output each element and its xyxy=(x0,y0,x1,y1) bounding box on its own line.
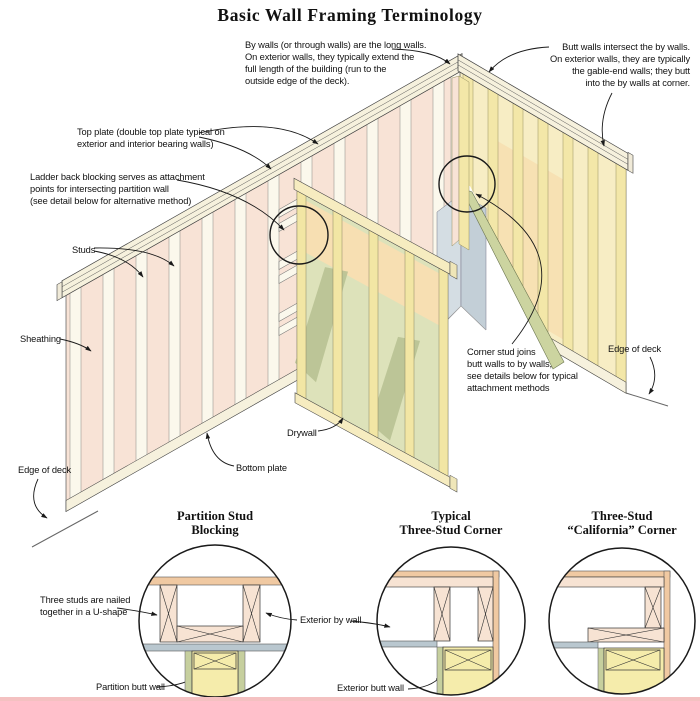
page-title: Basic Wall Framing Terminology xyxy=(217,5,483,25)
corner-stud xyxy=(458,75,470,251)
label-sheathing: Sheathing xyxy=(20,334,61,344)
label-by-walls: By walls (or through walls) are the long… xyxy=(245,40,427,87)
callout-arrows xyxy=(33,46,656,690)
detail-california-corner xyxy=(548,547,696,695)
label-three-studs-u-shape: Three studs are nailed together in a U-s… xyxy=(40,595,131,618)
detail-title-typical-three-stud-corner: Typical Three-Stud Corner xyxy=(399,509,503,538)
label-bottom-plate: Bottom plate xyxy=(236,463,287,473)
label-corner-stud: Corner stud joins butt walls to by walls… xyxy=(467,347,578,394)
label-exterior-by-wall: Exterior by wall xyxy=(300,615,362,625)
label-top-plate: Top plate (double top plate typical on e… xyxy=(77,127,225,150)
ladder-blocking-highlight-circle xyxy=(269,205,329,265)
label-studs: Studs xyxy=(72,245,96,255)
label-ladder-blocking: Ladder back blocking serves as attachmen… xyxy=(30,172,205,207)
detail-partition-stud-blocking xyxy=(138,544,292,698)
bottom-rule xyxy=(0,697,700,701)
label-exterior-butt-wall: Exterior butt wall xyxy=(337,683,404,693)
detail-title-partition-stud-blocking: Partition Stud Blocking xyxy=(176,509,254,538)
label-partition-butt-wall: Partition butt wall xyxy=(96,682,165,692)
label-drywall: Drywall xyxy=(287,428,317,438)
detail-title-california-corner: Three-Stud “California” Corner xyxy=(567,509,677,538)
partition-wall xyxy=(293,177,458,493)
label-butt-walls: Butt walls intersect the by walls. On ex… xyxy=(550,42,690,89)
detail-typical-three-stud-corner xyxy=(376,546,526,696)
deck-edge-lines xyxy=(31,392,669,548)
corner-stud-highlight-circle xyxy=(438,155,496,213)
label-edge-of-deck-left: Edge of deck xyxy=(18,465,72,475)
label-edge-of-deck-right: Edge of deck xyxy=(608,344,662,354)
